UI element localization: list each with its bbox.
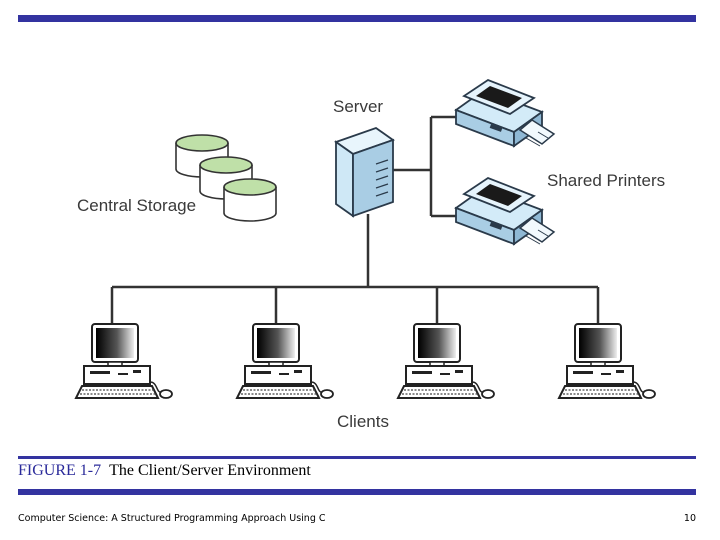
footer-book-title: Computer Science: A Structured Programmi… xyxy=(18,513,326,524)
client-computer-icon xyxy=(75,323,173,399)
shared-printer-icon xyxy=(455,79,555,147)
client-computer-icon xyxy=(558,323,656,399)
shared-printers-label: Shared Printers xyxy=(547,171,665,190)
figure-number: FIGURE 1-7 xyxy=(18,462,102,479)
server-label: Server xyxy=(333,97,383,116)
central-storage-label: Central Storage xyxy=(77,196,196,215)
client-server-diagram: Server Central Storage Shared Printers C… xyxy=(75,79,665,431)
caption-bottom-rule xyxy=(18,489,696,495)
caption-top-rule xyxy=(18,456,696,459)
top-accent-bar xyxy=(18,15,696,22)
server-icon xyxy=(334,126,395,218)
client-computer-icon xyxy=(236,323,334,399)
shared-printer-icon xyxy=(455,177,555,245)
footer-page-number: 10 xyxy=(683,513,696,524)
clients-label: Clients xyxy=(337,412,389,431)
figure-caption: FIGURE 1-7 The Client/Server Environment xyxy=(18,462,311,480)
client-computer-icon xyxy=(397,323,495,399)
figure-title: The Client/Server Environment xyxy=(109,462,311,479)
